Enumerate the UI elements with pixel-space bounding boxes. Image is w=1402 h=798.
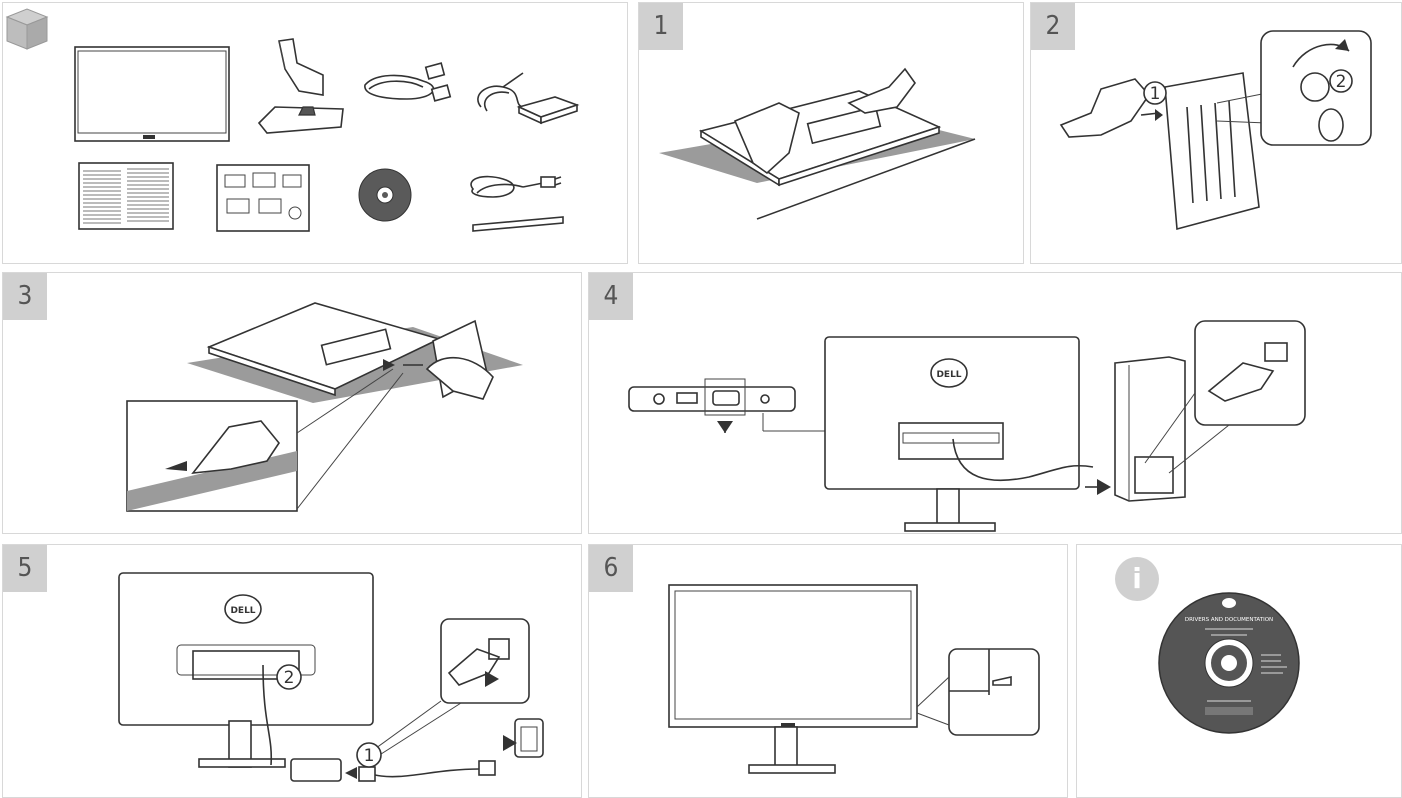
monitor-item bbox=[74, 46, 230, 142]
svg-text:2: 2 bbox=[284, 668, 295, 688]
safety-document-item bbox=[78, 162, 174, 230]
panel-box-contents bbox=[2, 2, 628, 264]
svg-text:1: 1 bbox=[1150, 84, 1161, 104]
cable-tie-item bbox=[472, 216, 564, 232]
power-adapter-item bbox=[477, 72, 580, 125]
callout-1: 1 bbox=[356, 742, 382, 768]
info-badge: i bbox=[1115, 557, 1159, 601]
stand-riser-item bbox=[278, 38, 324, 96]
step3-illustration bbox=[126, 302, 523, 512]
svg-text:2: 2 bbox=[1336, 72, 1347, 92]
step2-illustration: 1 2 bbox=[1059, 30, 1372, 231]
panel-step-2: 2 1 2 bbox=[1030, 2, 1402, 264]
step5-illustration: DELL 1 2 bbox=[118, 572, 544, 782]
panel-step-1: 1 bbox=[638, 2, 1024, 264]
step4-illustration: DELL bbox=[628, 320, 1306, 532]
step-number-badge: 3 bbox=[3, 273, 47, 320]
stand-base-item bbox=[257, 106, 344, 134]
step-number-badge: 5 bbox=[3, 545, 47, 592]
vga-cable-item bbox=[364, 62, 452, 102]
quick-setup-guide-item bbox=[216, 164, 310, 232]
svg-text:DELL: DELL bbox=[936, 370, 961, 380]
callout-2: 2 bbox=[1329, 69, 1353, 93]
step-number-badge: 4 bbox=[589, 273, 633, 320]
step-number-badge: 2 bbox=[1031, 3, 1075, 50]
dell-logo bbox=[224, 594, 262, 624]
cd-item bbox=[358, 168, 412, 222]
panel-step-5: 5 DELL 1 2 bbox=[2, 544, 582, 798]
cd-illustration: DRIVERS AND DOCUMENTATION bbox=[1158, 592, 1300, 734]
panel-step-6: 6 bbox=[588, 544, 1068, 798]
step-number-badge: 6 bbox=[589, 545, 633, 592]
callout-1: 1 bbox=[1143, 81, 1167, 105]
svg-text:DELL: DELL bbox=[230, 606, 255, 616]
cd-title: DRIVERS AND DOCUMENTATION bbox=[1185, 617, 1273, 623]
panel-step-4: 4 DELL bbox=[588, 272, 1402, 534]
callout-2: 2 bbox=[276, 664, 302, 690]
panel-step-3: 3 bbox=[2, 272, 582, 534]
svg-text:1: 1 bbox=[364, 746, 375, 766]
panel-info: i DRIVERS AND DOCUMENTATION bbox=[1076, 544, 1402, 798]
step1-illustration bbox=[659, 67, 976, 220]
box-contents-illustration bbox=[5, 8, 580, 232]
dell-logo bbox=[930, 358, 968, 388]
box-icon bbox=[5, 8, 49, 50]
power-cable-item bbox=[470, 175, 562, 198]
step-number-badge: 1 bbox=[639, 3, 683, 50]
step6-illustration bbox=[668, 584, 1040, 774]
